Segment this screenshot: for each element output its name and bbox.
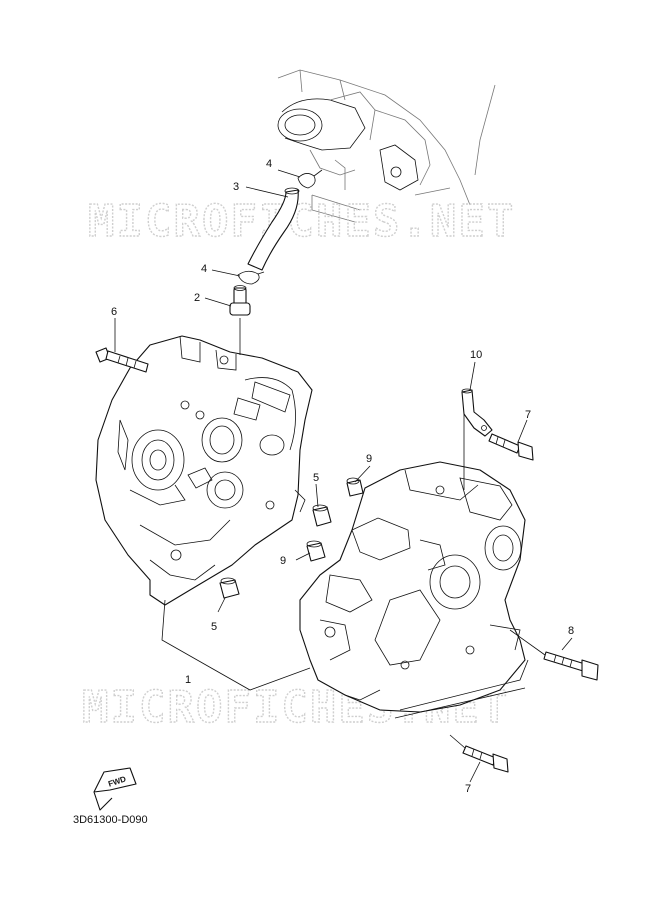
breather-hose bbox=[247, 187, 300, 271]
callout-1: 1 bbox=[185, 674, 191, 686]
reference-intake-assembly bbox=[277, 69, 496, 223]
leader-lines bbox=[114, 169, 573, 783]
bolt-6 bbox=[95, 347, 149, 373]
dowel-pin-upper bbox=[312, 504, 332, 527]
dowel-pin-lower bbox=[219, 577, 240, 599]
callout-2: 2 bbox=[194, 292, 200, 304]
clamp-bracket-10 bbox=[461, 388, 493, 437]
bolt-7-upper bbox=[488, 433, 534, 461]
bolt-8 bbox=[543, 651, 599, 681]
dowel-pin-9-upper bbox=[346, 477, 364, 497]
callout-4-upper: 4 bbox=[266, 158, 272, 170]
breather-pipe-fitting bbox=[229, 285, 251, 316]
callout-9-upper: 9 bbox=[366, 453, 372, 465]
callout-10: 10 bbox=[470, 349, 482, 361]
callout-3: 3 bbox=[233, 181, 239, 193]
hose-clip-lower bbox=[237, 270, 265, 285]
callout-5-upper: 5 bbox=[313, 472, 319, 484]
callout-6: 6 bbox=[111, 306, 117, 318]
dowel-pin-9-lower bbox=[306, 540, 326, 562]
diagram-code: 3D61300-D090 bbox=[73, 814, 148, 826]
hose-clip-upper bbox=[297, 169, 323, 189]
callout-7-lower: 7 bbox=[465, 783, 471, 795]
forward-direction-arrow: FWD bbox=[93, 767, 137, 811]
callout-4-lower: 4 bbox=[201, 263, 207, 275]
crankcase-left-half bbox=[95, 335, 313, 606]
bolt-7-lower bbox=[462, 745, 509, 773]
callout-9-lower: 9 bbox=[280, 555, 286, 567]
crankcase-right-half bbox=[299, 461, 529, 719]
callout-7-upper: 7 bbox=[525, 409, 531, 421]
callout-8: 8 bbox=[568, 625, 574, 637]
callout-5-lower: 5 bbox=[211, 621, 217, 633]
watermark-top: MICROFICHES.NET bbox=[88, 196, 515, 247]
